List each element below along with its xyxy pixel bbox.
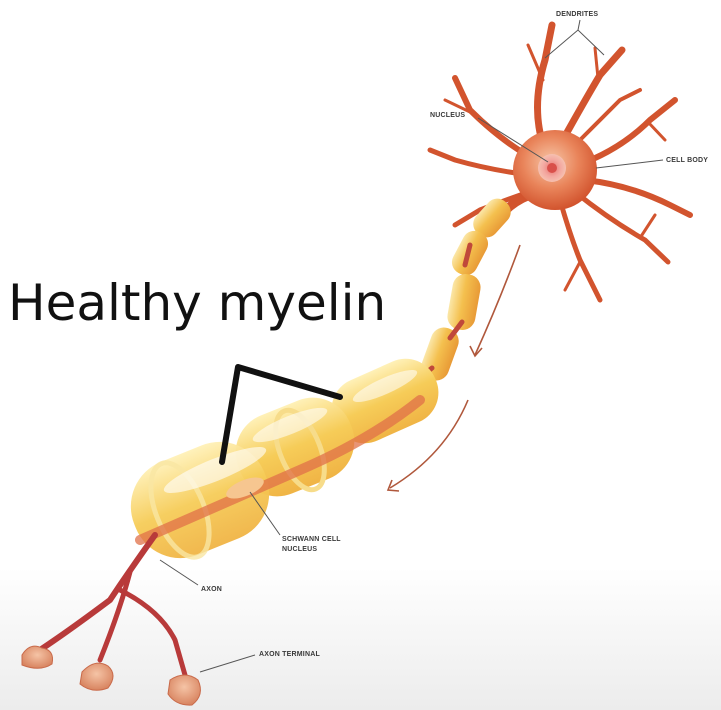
label-schwann-nucleus: NUCLEUS <box>282 546 317 553</box>
axon-terminals <box>22 646 200 705</box>
label-axon-terminal: AXON TERMINAL <box>259 651 320 658</box>
diagram-title: Healthy myelin <box>8 274 386 332</box>
label-cell-body: CELL BODY <box>666 157 708 164</box>
label-dendrites: DENDRITES <box>556 11 598 18</box>
label-axon: AXON <box>201 586 222 593</box>
axon-upper <box>418 194 530 384</box>
label-schwann-cell: SCHWANN CELL <box>282 536 341 543</box>
leader-lines <box>160 20 663 672</box>
cell-body <box>513 130 597 210</box>
axon-branches <box>40 535 185 675</box>
label-nucleus: NUCLEUS <box>430 112 465 119</box>
